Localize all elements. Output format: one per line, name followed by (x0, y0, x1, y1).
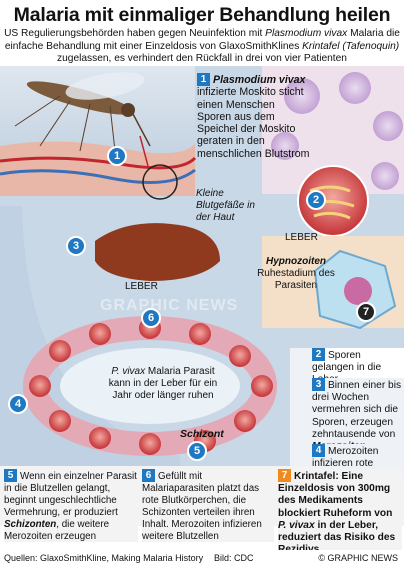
cycle-center-text: P. vivax Malaria Parasit kann in der Leb… (108, 366, 218, 402)
step-5-body-b: , die weitere Merozoiten erzeugen (4, 518, 110, 542)
intro-part3: zugelassen, es verhindert den Rückfall i… (57, 53, 347, 65)
vessel-magnifier (142, 164, 178, 200)
red-cells (29, 317, 273, 455)
step-7-species: P. vivax (278, 519, 315, 531)
cycle-species: P. vivax (111, 366, 146, 377)
step-5-number: 5 (4, 469, 17, 482)
hypnozoiten-sub: Ruhestadium des Parasiten (257, 268, 335, 291)
step-6-body: Gefüllt mit Malariaparasiten platzt das … (142, 471, 262, 542)
step-5-term: Schizonten (4, 518, 57, 530)
page-title: Malaria mit einmaliger Behandlung heilen (13, 4, 391, 26)
intro-text: US Regulierungsbehörden haben gegen Neui… (4, 28, 400, 66)
footer: Quellen: GlaxoSmithKline, Making Malaria… (0, 550, 404, 567)
hypnozoiten-term: Hypnozoiten (266, 256, 326, 267)
liver-label-right: LEBER (285, 232, 318, 243)
marker-2: 2 (306, 190, 326, 210)
liver (95, 223, 220, 281)
marker-7: 7 (356, 302, 376, 322)
step-4-number: 4 (312, 444, 325, 457)
liver-label-left: LEBER (125, 281, 158, 292)
step-5-body-a: Wenn ein einzelner Parasit in die Blutze… (4, 471, 137, 518)
footer-copyright: © GRAPHIC NEWS (318, 553, 398, 563)
step-6-number: 6 (142, 469, 155, 482)
marker-1: 1 (107, 146, 127, 166)
step-3-number: 3 (312, 378, 325, 391)
vessel-caption: Kleine Blutgefäße in der Haut (196, 188, 255, 223)
intro-species: Plasmodium vivax (265, 28, 348, 39)
step-7-body-a: Krintafel: Eine Einzeldosis von 300mg de… (278, 471, 393, 519)
watermark: GRAPHIC NEWS (100, 297, 239, 314)
marker-6: 6 (141, 308, 161, 328)
marker-5: 5 (187, 441, 207, 461)
intro-drug: Krintafel (Tafenoquin) (302, 40, 400, 52)
hypnozoiten-label: Hypnozoiten Ruhestadium des Parasiten (257, 256, 335, 292)
hypnozoite (344, 277, 372, 305)
cycle-center (60, 348, 240, 424)
mosquito-illustration (14, 72, 151, 152)
schizont-label: Schizont (180, 428, 224, 440)
step-7-number: 7 (278, 469, 291, 482)
cycle-body: Malaria Parasit kann in der Leber für ei… (108, 366, 218, 401)
footer-sources: Quellen: GlaxoSmithKline, Making Malaria… (4, 553, 204, 563)
marker-3: 3 (66, 236, 86, 256)
intro-part2: Malaria die einfache Behandlung mit eine… (4, 28, 400, 52)
step-7-body-b: in der Leber, reduziert das Risiko des R… (278, 519, 396, 555)
step-2-number: 2 (312, 348, 325, 361)
step-1-number: 1 (197, 73, 210, 86)
footer-image: Bild: CDC (214, 553, 254, 563)
marker-4: 4 (8, 394, 28, 414)
intro-part1: US Regulierungsbehörden haben gegen Neui… (4, 28, 266, 39)
blood-vessel-blue (0, 168, 196, 184)
step-1-body: infizierte Moskito sticht einen Menschen… (197, 86, 310, 160)
step-3-body: Binnen einer bis drei Wochen vermehren s… (312, 380, 402, 440)
step-1-species: Plasmodium vivax (213, 74, 306, 86)
